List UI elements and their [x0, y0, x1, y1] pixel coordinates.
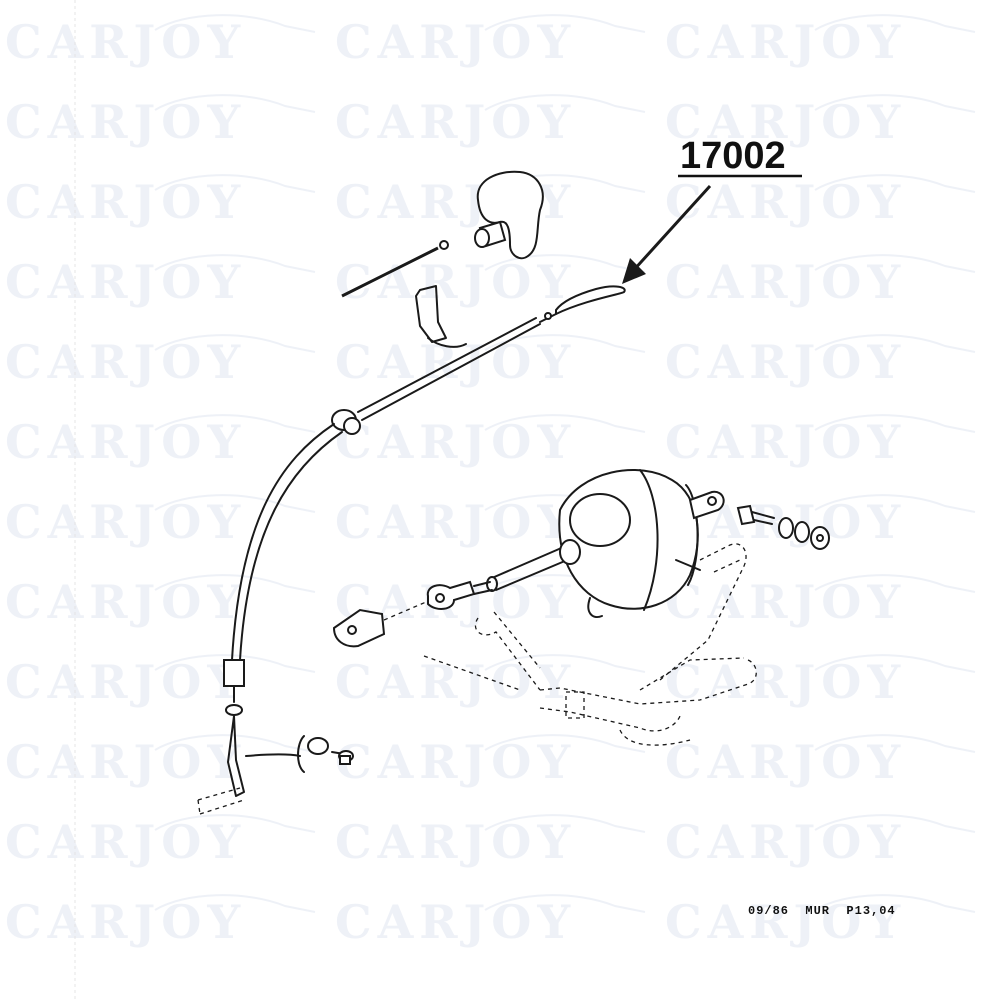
watermark-text: CARJOY [5, 735, 246, 789]
watermark-text: CARJOY [665, 575, 906, 629]
watermark-car-logo [484, 814, 646, 833]
watermark-text: CARJOY [335, 495, 576, 549]
watermark-car-logo [154, 814, 316, 833]
watermark-car-logo [814, 494, 976, 513]
watermark-car-logo [814, 574, 976, 593]
watermark-text: CARJOY [665, 175, 906, 229]
watermark-car-logo [814, 894, 976, 913]
watermark-car-logo [814, 414, 976, 433]
watermark-car-logo [814, 254, 976, 273]
watermark-car-logo [814, 334, 976, 353]
watermark-text: CARJOY [5, 415, 246, 469]
watermark-text: CARJOY [335, 895, 576, 949]
watermark-car-logo [154, 894, 316, 913]
watermark-text: CARJOY [665, 95, 906, 149]
retaining-pin [341, 240, 449, 298]
watermark-car-logo [814, 94, 976, 113]
watermark-text: CARJOY [665, 255, 906, 309]
watermark-text: CARJOY [5, 175, 246, 229]
watermark-car-logo [484, 94, 646, 113]
t-handle-knob [474, 170, 544, 260]
watermark-car-logo [484, 14, 646, 33]
watermark-text: CARJOY [5, 895, 246, 949]
watermark-text: CARJOY [5, 495, 246, 549]
cable-bracket [415, 285, 467, 348]
watermark-car-logo [814, 734, 976, 753]
watermark-layer: CARJOY CARJOY CARJOY CARJOY CARJOY CARJOY CARJ… [5, 14, 976, 949]
watermark-car-logo [814, 654, 976, 673]
watermark-text: CARJOY [5, 655, 246, 709]
choke-cable [197, 285, 626, 815]
watermark-text: CARJOY [5, 255, 246, 309]
watermark-text: CARJOY [665, 15, 906, 69]
watermark-car-logo [154, 174, 316, 193]
watermark-text: CARJOY [335, 815, 576, 869]
watermark-car-logo [484, 414, 646, 433]
watermark-car-logo [484, 654, 646, 673]
linkage-dashed [423, 543, 757, 746]
watermark-car-logo [814, 174, 976, 193]
watermark-text: CARJOY [335, 335, 576, 389]
part-number-label: 17002 [680, 135, 786, 177]
watermark-text: CARJOY [335, 735, 576, 789]
watermark-car-logo [814, 814, 976, 833]
watermark-car-logo [484, 734, 646, 753]
watermark-text: CARJOY [665, 895, 906, 949]
watermark-car-logo [154, 574, 316, 593]
watermark-car-logo [814, 14, 976, 33]
watermark-text: CARJOY [335, 655, 576, 709]
callout-arrow [622, 184, 712, 284]
watermark-car-logo [484, 254, 646, 273]
watermark-text: CARJOY [5, 575, 246, 629]
watermark-text: CARJOY [5, 95, 246, 149]
watermark-car-logo [154, 494, 316, 513]
watermark-car-logo [484, 334, 646, 353]
watermark-car-logo [154, 734, 316, 753]
watermark-car-logo [154, 414, 316, 433]
watermark-car-logo [154, 254, 316, 273]
watermark-text: CARJOY [665, 415, 906, 469]
watermark-text: CARJOY [335, 415, 576, 469]
watermark-text: CARJOY [5, 335, 246, 389]
cable-clamp [245, 735, 354, 773]
drawing-reference-code: 09/86 MUR P13,04 [748, 904, 896, 918]
watermark-text: CARJOY [335, 15, 576, 69]
watermark-text: CARJOY [335, 255, 576, 309]
bolt-and-nut [736, 504, 830, 550]
watermark-text: CARJOY [665, 655, 906, 709]
watermark-car-logo [484, 894, 646, 913]
rod-end-and-block [332, 580, 493, 648]
watermark-car-logo [154, 14, 316, 33]
watermark-text: CARJOY [665, 815, 906, 869]
watermark-text: CARJOY [335, 95, 576, 149]
watermark-car-logo [154, 334, 316, 353]
watermark-text: CARJOY [5, 815, 246, 869]
vacuum-capsule [486, 469, 725, 618]
watermark-car-logo [154, 654, 316, 673]
watermark-text: CARJOY [665, 335, 906, 389]
watermark-car-logo [154, 94, 316, 113]
watermark-text: CARJOY [665, 735, 906, 789]
watermark-text: CARJOY [5, 15, 246, 69]
